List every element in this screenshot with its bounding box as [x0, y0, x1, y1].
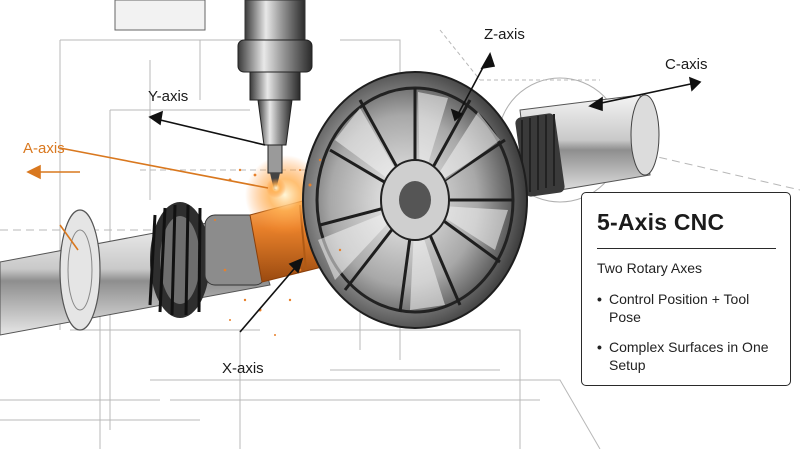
- info-bullet: • Complex Surfaces in One Setup: [597, 338, 776, 374]
- info-card: 5-Axis CNC Two Rotary Axes • Control Pos…: [581, 192, 791, 386]
- bullet-marker: •: [597, 339, 602, 355]
- axis-arrows: [148, 52, 702, 333]
- z-axis-label: Z-axis: [484, 26, 525, 43]
- bullet-marker: •: [597, 291, 602, 307]
- c-axis-shaft: [497, 77, 660, 203]
- a-axis-arrow: [26, 147, 269, 251]
- info-card-title: 5-Axis CNC: [597, 209, 725, 235]
- info-card-subtitle: Two Rotary Axes: [597, 260, 703, 276]
- a-axis-shaft: [0, 202, 271, 336]
- a-axis-label: A-axis: [23, 140, 65, 157]
- c-axis-label: C-axis: [665, 56, 708, 73]
- turbine-wheel: [302, 71, 528, 329]
- x-axis-label: X-axis: [222, 360, 264, 377]
- info-card-divider: [597, 248, 776, 249]
- y-axis-label: Y-axis: [148, 88, 189, 105]
- bullet-text: Complex Surfaces in One Setup: [609, 339, 769, 373]
- spindle-tool: [114, 0, 313, 198]
- info-bullet: • Control Position + Tool Pose: [597, 290, 776, 326]
- bullet-text: Control Position + Tool Pose: [609, 291, 750, 325]
